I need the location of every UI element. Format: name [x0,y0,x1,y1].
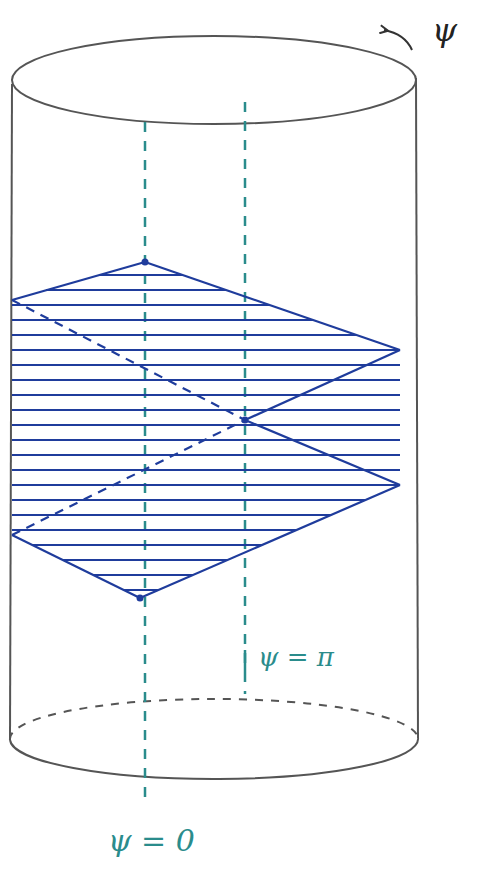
causal-diamond [12,262,400,598]
axis-label: ψ [432,14,457,46]
vertex-dots [137,259,249,602]
psi-lines [145,102,245,800]
rotation-arrow [384,30,412,50]
psi-pi-tick [244,650,247,672]
axis-label: ψ = π [258,644,334,670]
axis-label: ψ = 0 [108,826,195,856]
cylinder-outline [10,36,418,779]
hatching [12,275,400,590]
